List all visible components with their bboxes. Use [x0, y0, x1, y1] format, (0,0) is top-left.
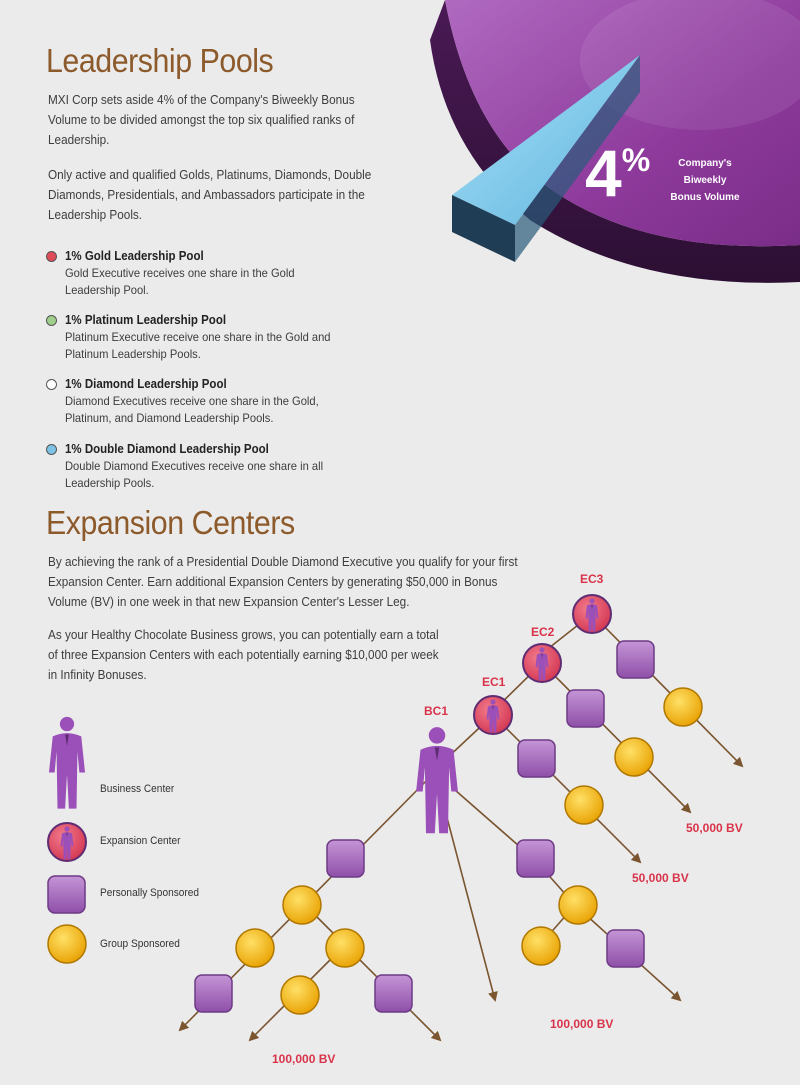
leadership-paragraph-2: Only active and qualified Golds, Platinu…: [48, 168, 372, 222]
legend-personally-sponsored-icon: [47, 875, 86, 914]
group-sponsored-node: [280, 975, 320, 1015]
pie-4-percent-slice: [452, 55, 640, 225]
leadership-pools-title: Leadership Pools: [46, 42, 274, 79]
expansion-diagram: [47, 594, 744, 1042]
bonus-pie-chart: [430, 0, 800, 283]
group-sponsored-node: [558, 885, 598, 925]
bc1-business-center-icon: [416, 727, 458, 834]
pie-label-line1: Company's: [678, 158, 732, 169]
ec1-label: EC1: [482, 675, 506, 689]
pool-desc: Diamond Executives receive one share in …: [65, 394, 319, 425]
expansion-paragraph-2: As your Healthy Chocolate Business grows…: [48, 628, 439, 682]
legend-business-center-label: Business Center: [100, 783, 175, 795]
pool-title: 1% Double Diamond Leadership Pool: [65, 442, 269, 456]
pool-desc: Gold Executive receives one share in the…: [65, 266, 295, 297]
ec2-label: EC2: [531, 625, 555, 639]
pie-percent: 4%: [585, 140, 650, 206]
personally-sponsored-node: [516, 839, 555, 878]
ec3-label: EC3: [580, 572, 604, 586]
bv-50k-label-2: 50,000 BV: [632, 871, 689, 885]
group-sponsored-node: [614, 737, 654, 777]
pie-percent-sign: %: [621, 142, 651, 178]
pie-label-line2: Biweekly: [683, 175, 727, 186]
group-sponsored-node: [235, 928, 275, 968]
group-sponsored-node: [325, 928, 365, 968]
expansion-paragraph-1: By achieving the rank of a Presidential …: [48, 555, 518, 609]
pie-label-line3: Bonus Volume: [670, 192, 740, 203]
pie-main-slice: [445, 0, 800, 247]
pool-title: 1% Diamond Leadership Pool: [65, 377, 227, 391]
group-sponsored-node: [521, 926, 561, 966]
pie-label: Company's Biweekly Bonus Volume: [655, 155, 755, 206]
personally-sponsored-node: [606, 929, 645, 968]
group-sponsored-node: [564, 785, 604, 825]
personally-sponsored-node: [326, 839, 365, 878]
pool-title: 1% Platinum Leadership Pool: [65, 313, 227, 327]
personally-sponsored-node: [194, 974, 233, 1013]
bc1-label: BC1: [424, 704, 449, 718]
bv-100k-label-1: 100,000 BV: [550, 1017, 614, 1031]
legend-expansion-center-label: Expansion Center: [100, 835, 181, 847]
expansion-centers-title: Expansion Centers: [46, 504, 295, 541]
personally-sponsored-node: [517, 739, 556, 778]
double-diamond-dot-icon: [46, 444, 57, 455]
legend-group-sponsored-label: Group Sponsored: [100, 938, 180, 950]
bv-50k-label-1: 50,000 BV: [686, 821, 743, 835]
gold-dot-icon: [46, 251, 57, 262]
leadership-paragraph-1: MXI Corp sets aside 4% of the Company's …: [48, 93, 355, 147]
personally-sponsored-node: [616, 640, 655, 679]
platinum-dot-icon: [46, 315, 57, 326]
group-sponsored-node: [663, 687, 703, 727]
personally-sponsored-node: [566, 689, 605, 728]
personally-sponsored-node: [374, 974, 413, 1013]
legend-business-center-icon: [48, 716, 86, 809]
pool-desc: Double Diamond Executives receive one sh…: [65, 459, 324, 490]
bv-100k-label-2: 100,000 BV: [272, 1052, 336, 1066]
group-sponsored-node: [282, 885, 322, 925]
diamond-dot-icon: [46, 379, 57, 390]
pool-title: 1% Gold Leadership Pool: [65, 249, 204, 263]
pool-desc: Platinum Executive receive one share in …: [65, 330, 331, 361]
legend-personally-sponsored-label: Personally Sponsored: [100, 887, 200, 899]
pie-percent-number: 4: [585, 136, 622, 210]
legend-group-sponsored-icon: [47, 924, 87, 964]
